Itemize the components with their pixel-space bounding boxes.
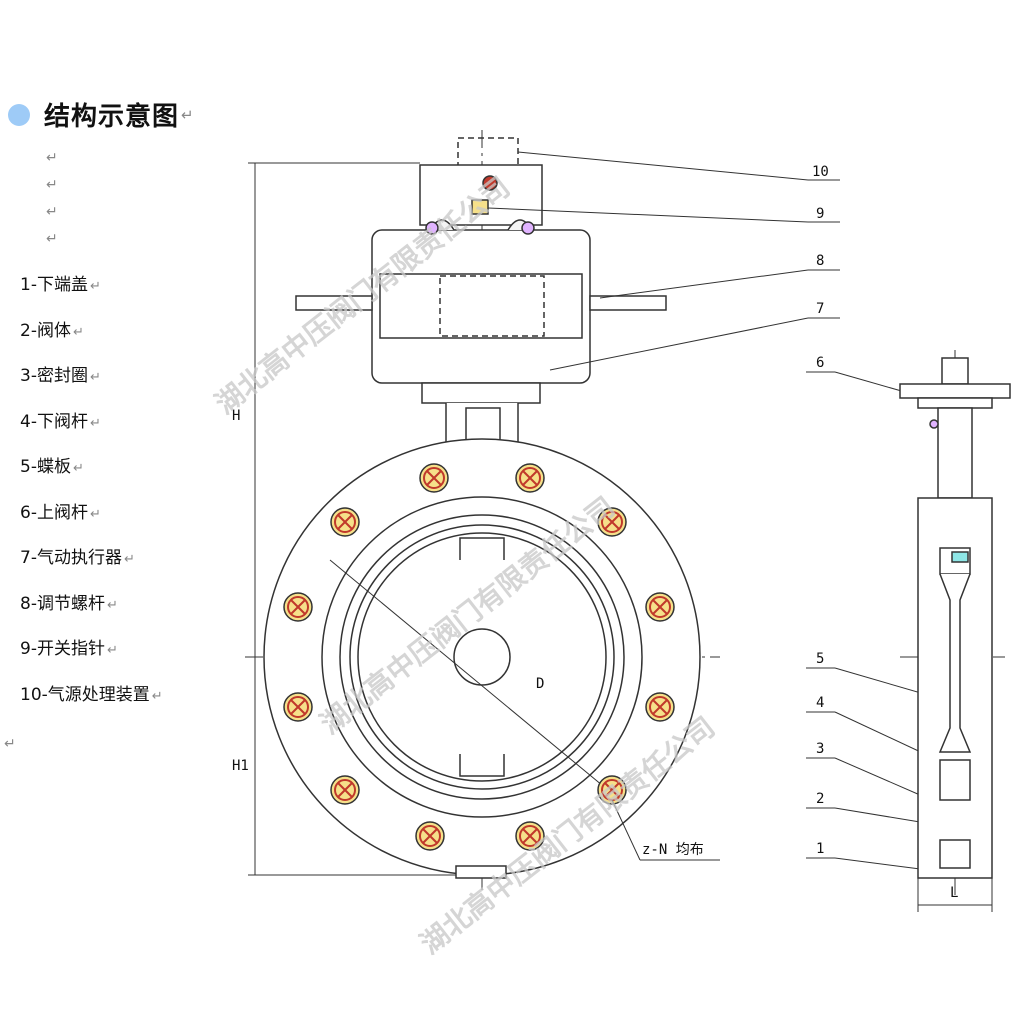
section-heading: 结构示意图 ↵ [8, 96, 194, 133]
parts-list: 1-下端盖↵ 2-阀体↵ 3-密封圈↵ 4-下阀杆↵ 5-蝶板↵ 6-上阀杆↵ … [20, 270, 163, 725]
callout-label: 1 [816, 841, 824, 857]
paragraph-mark: ↵ [46, 150, 58, 166]
parts-list-item: 10-气源处理装置↵ [20, 684, 163, 705]
callout-label: 8 [816, 253, 824, 269]
paragraph-mark: ↵ [46, 231, 58, 247]
dimension-l-label: L [950, 885, 958, 901]
parts-list-item: 9-开关指针↵ [20, 639, 118, 659]
callout-label: 3 [816, 741, 824, 757]
paragraph-mark: ↵ [4, 736, 16, 752]
parts-list-item: 2-阀体↵ [20, 320, 84, 341]
callout-label: 5 [816, 651, 824, 667]
callout-label: 2 [816, 791, 824, 807]
front-view [245, 130, 720, 890]
callout-label: 7 [816, 301, 824, 317]
dimension-h1-label: H1 [232, 758, 249, 774]
bolt-note-label: z-N 均布 [642, 842, 704, 858]
side-view [899, 350, 1011, 912]
callout-label: 10 [812, 164, 829, 180]
callout-label: 6 [816, 355, 824, 371]
bullet-dot-icon [8, 103, 30, 126]
parts-list-item: 6-上阀杆↵ [20, 502, 101, 523]
parts-list-item: 5-蝶板↵ [20, 457, 84, 477]
parts-list-item: 3-密封圈↵ [20, 366, 101, 386]
callout-label: 4 [816, 695, 824, 711]
paragraph-mark: ↵ [46, 204, 58, 220]
parts-list-item: 7-气动执行器↵ [20, 548, 135, 568]
return-mark: ↵ [181, 105, 194, 124]
dimension-h-label: H [232, 408, 240, 424]
parts-list-item: 1-下端盖↵ [20, 275, 101, 295]
callout-label: 9 [816, 206, 824, 222]
dimension-d-label: D [536, 676, 544, 692]
parts-list-item: 8-调节螺杆↵ [20, 593, 118, 614]
page-title: 结构示意图 [44, 102, 180, 132]
parts-list-item: 4-下阀杆↵ [20, 411, 101, 432]
paragraph-mark: ↵ [46, 177, 58, 193]
